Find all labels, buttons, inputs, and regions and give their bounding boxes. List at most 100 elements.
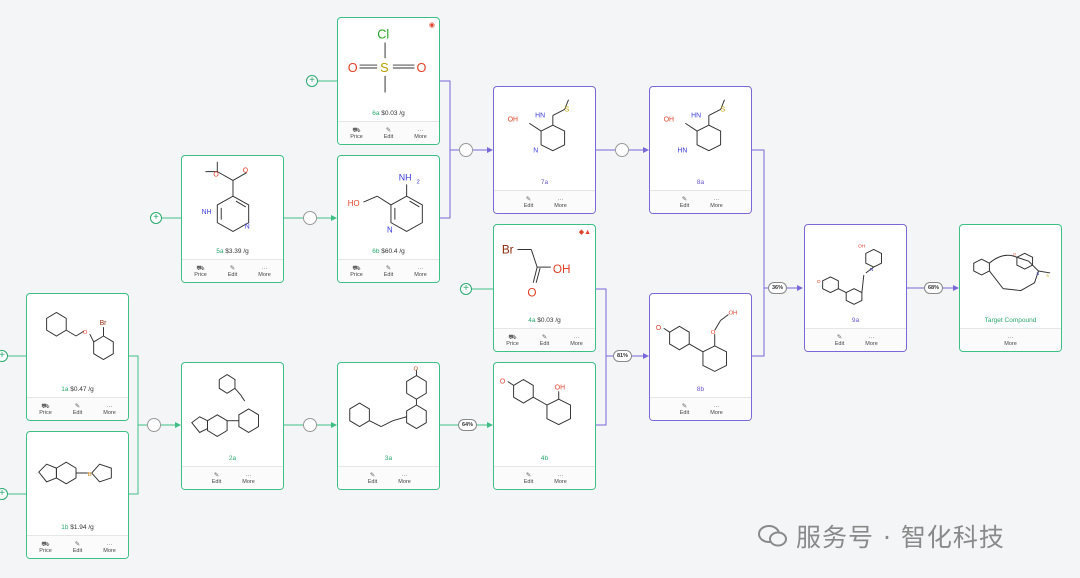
more-button[interactable]: ···More: [258, 264, 271, 278]
atom-ho: HO: [348, 199, 360, 208]
atom-n: N: [533, 148, 538, 155]
more-button[interactable]: ···More: [1004, 333, 1017, 347]
more-button[interactable]: ···More: [710, 402, 723, 416]
cart-icon: ⛟: [352, 264, 361, 272]
molecule-9a: OH N O: [817, 243, 882, 305]
price-button[interactable]: ⛟Price: [350, 264, 363, 278]
edit-button[interactable]: ✎Edit: [383, 264, 394, 278]
add-precursor-button[interactable]: +: [150, 212, 162, 224]
molecule-3a: O: [349, 367, 427, 430]
edit-button[interactable]: ✎Edit: [227, 264, 238, 278]
card-7a[interactable]: HN S OH N 7a ✎Edit ···More: [493, 86, 596, 214]
edit-button[interactable]: ✎Edit: [383, 126, 394, 140]
more-icon: ···: [106, 402, 113, 410]
atom-nh2: NH: [399, 172, 412, 182]
edit-icon: ✎: [681, 195, 688, 203]
atom-o-right: O: [416, 60, 426, 75]
atom-hn: HN: [535, 112, 545, 119]
edit-icon: ✎: [74, 402, 81, 410]
more-icon: ···: [417, 126, 424, 134]
actions-4b: ✎Edit ···More: [494, 466, 595, 489]
add-precursor-button[interactable]: +: [306, 75, 318, 87]
reaction-node[interactable]: [303, 211, 317, 225]
card-target[interactable]: O N S Target Compound ···More: [959, 224, 1062, 352]
cart-icon: ⛟: [352, 126, 361, 134]
atom-subscript: 2: [416, 179, 419, 185]
price-button[interactable]: ⛟Price: [350, 126, 363, 140]
card-4a[interactable]: ◆▲ Br O OH 4a $0.03 /g ⛟Price ✎Edit ···M…: [493, 224, 596, 352]
add-precursor-button[interactable]: +: [0, 488, 8, 500]
reaction-node[interactable]: [303, 418, 317, 432]
card-9a[interactable]: OH N O 9a ✎Edit ···More: [804, 224, 907, 352]
edit-icon: ✎: [385, 126, 392, 134]
more-icon: ···: [868, 333, 875, 341]
more-button[interactable]: ···More: [554, 195, 567, 209]
yield-badge[interactable]: 64%: [458, 419, 478, 431]
card-1a[interactable]: O Br 1a $0.47 /g ⛟Price ✎Edit ···More: [26, 293, 129, 421]
yield-badge[interactable]: 81%: [613, 350, 633, 362]
actions-6b: ⛟Price ✎Edit ···More: [338, 259, 439, 282]
card-4b[interactable]: O OH 4b ✎Edit ···More: [493, 362, 596, 490]
more-button[interactable]: ···More: [570, 333, 583, 347]
edit-button[interactable]: ✎Edit: [523, 471, 534, 485]
more-button[interactable]: ···More: [242, 471, 255, 485]
actions-5a: ⛟Price ✎Edit ···More: [182, 259, 283, 282]
reaction-node[interactable]: [147, 418, 161, 432]
edit-button[interactable]: ✎Edit: [523, 195, 534, 209]
more-button[interactable]: ···More: [414, 264, 427, 278]
add-precursor-button[interactable]: +: [0, 350, 8, 362]
edit-button[interactable]: ✎Edit: [679, 402, 690, 416]
actions-1a: ⛟Price ✎Edit ···More: [27, 397, 128, 420]
atom-n: N: [387, 225, 393, 234]
more-button[interactable]: ···More: [414, 126, 427, 140]
card-3a[interactable]: O 3a ✎Edit ···More: [337, 362, 440, 490]
more-button[interactable]: ···More: [103, 402, 116, 416]
actions-9a: ✎Edit ···More: [805, 328, 906, 351]
card-6a[interactable]: ◉ Cl S O O 6a $0.03 /g ⛟Price ✎Edit ···M…: [337, 17, 440, 145]
price-button[interactable]: ⛟Price: [194, 264, 207, 278]
edit-button[interactable]: ✎Edit: [211, 471, 222, 485]
edit-button[interactable]: ✎Edit: [72, 540, 83, 554]
more-button[interactable]: ···More: [710, 195, 723, 209]
card-1b[interactable]: B 1b $1.94 /g ⛟Price ✎Edit ···More: [26, 431, 129, 559]
actions-2a: ✎Edit ···More: [182, 466, 283, 489]
edit-button[interactable]: ✎Edit: [72, 402, 83, 416]
cart-icon: ⛟: [508, 333, 517, 341]
more-icon: ···: [261, 264, 268, 272]
yield-badge[interactable]: 36%: [768, 282, 788, 294]
more-button[interactable]: ···More: [554, 471, 567, 485]
card-8b[interactable]: O O OH 8b ✎Edit ···More: [649, 293, 752, 421]
price-button[interactable]: ⛟Price: [39, 402, 52, 416]
yield-badge[interactable]: 68%: [924, 282, 944, 294]
more-button[interactable]: ···More: [398, 471, 411, 485]
card-2a[interactable]: 2a ✎Edit ···More: [181, 362, 284, 490]
atom-o: O: [817, 279, 821, 285]
atom-n: N: [1036, 271, 1039, 276]
add-precursor-button[interactable]: +: [460, 283, 472, 295]
card-8a[interactable]: HN S OH HN 8a ✎Edit ···More: [649, 86, 752, 214]
card-5a[interactable]: O O N NH 5a $3.39 /g ⛟Price ✎Edit ···Mor…: [181, 155, 284, 283]
label-9a: 9a: [851, 317, 860, 324]
atom-oh: OH: [664, 116, 674, 123]
more-button[interactable]: ···More: [103, 540, 116, 554]
atom-cl: Cl: [377, 27, 389, 42]
edit-icon: ✎: [213, 471, 220, 479]
label-5a: 5a $3.39 /g: [216, 248, 249, 255]
label-1a: 1a $0.47 /g: [61, 386, 94, 393]
atom-hn: HN: [691, 112, 701, 119]
actions-8a: ✎Edit ···More: [650, 190, 751, 213]
card-6b[interactable]: NH 2 HO N 6b $60.4 /g ⛟Price ✎Edit ···Mo…: [337, 155, 440, 283]
price-button[interactable]: ⛟Price: [506, 333, 519, 347]
molecule-2a: [191, 374, 259, 437]
hazard-icon: ◆▲: [578, 229, 591, 236]
reaction-node[interactable]: [459, 143, 473, 157]
edit-button[interactable]: ✎Edit: [679, 195, 690, 209]
edit-button[interactable]: ✎Edit: [834, 333, 845, 347]
reaction-node[interactable]: [615, 143, 629, 157]
label-1b: 1b $1.94 /g: [61, 524, 94, 531]
cart-icon: ⛟: [196, 264, 205, 272]
price-button[interactable]: ⛟Price: [39, 540, 52, 554]
edit-button[interactable]: ✎Edit: [367, 471, 378, 485]
edit-button[interactable]: ✎Edit: [539, 333, 550, 347]
more-button[interactable]: ···More: [865, 333, 878, 347]
